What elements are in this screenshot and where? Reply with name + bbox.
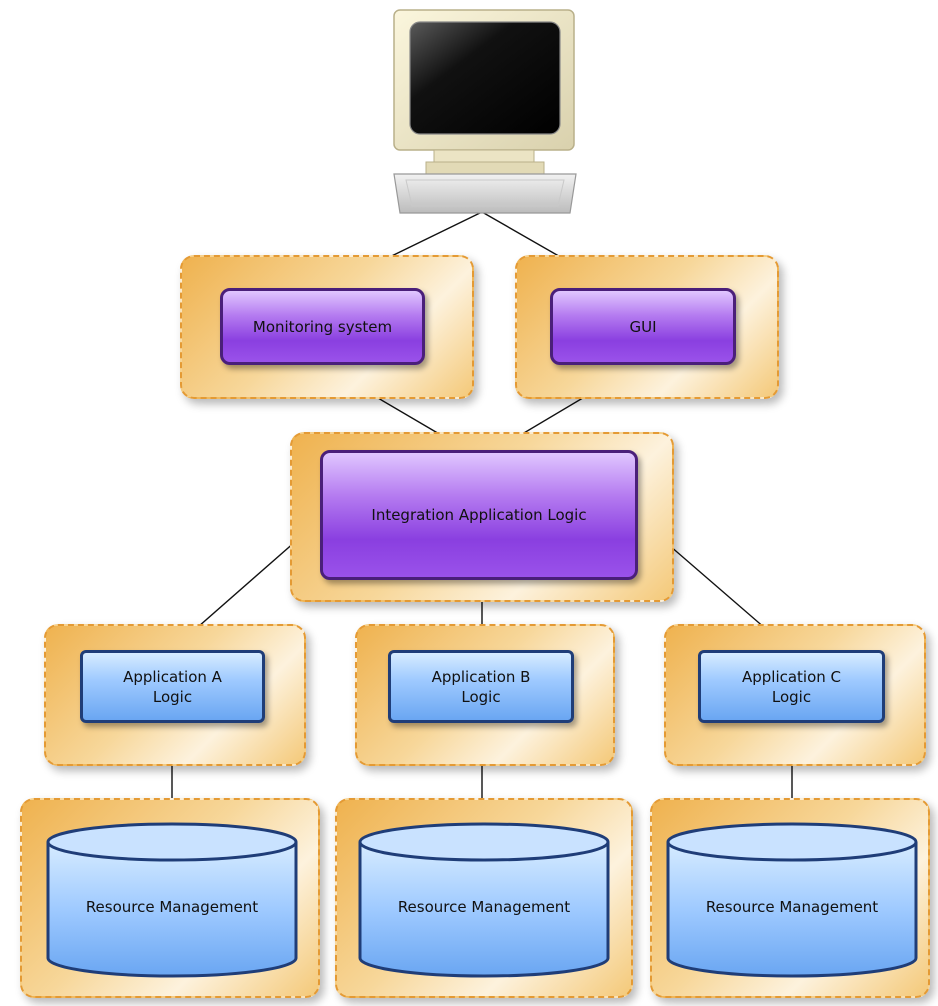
application-b-label: Application B (431, 667, 531, 686)
application-c-label: Application C (741, 667, 842, 686)
database-b-icon (358, 822, 610, 978)
monitoring-system-label: Monitoring system (252, 317, 393, 336)
monitoring-system-box: Monitoring system (220, 288, 425, 365)
integration-logic-label: Integration Application Logic (371, 506, 587, 524)
application-a-box: Application A Logic (80, 650, 265, 723)
database-c-icon (666, 822, 918, 978)
gui-label: GUI (629, 317, 657, 336)
application-b-box: Application B Logic (388, 650, 574, 723)
gui-box: GUI (550, 288, 736, 365)
resource-management-b-label: Resource Management (397, 898, 571, 916)
resource-management-a-label: Resource Management (85, 898, 259, 916)
computer-icon (393, 9, 577, 214)
integration-logic-box: Integration Application Logic (320, 450, 638, 580)
application-b-sublabel: Logic (461, 687, 501, 706)
resource-management-c-label: Resource Management (705, 898, 879, 916)
application-c-box: Application C Logic (698, 650, 885, 723)
application-c-sublabel: Logic (771, 687, 812, 706)
application-a-label: Application A (123, 667, 222, 686)
database-a-icon (46, 822, 298, 978)
application-a-sublabel: Logic (152, 687, 193, 706)
